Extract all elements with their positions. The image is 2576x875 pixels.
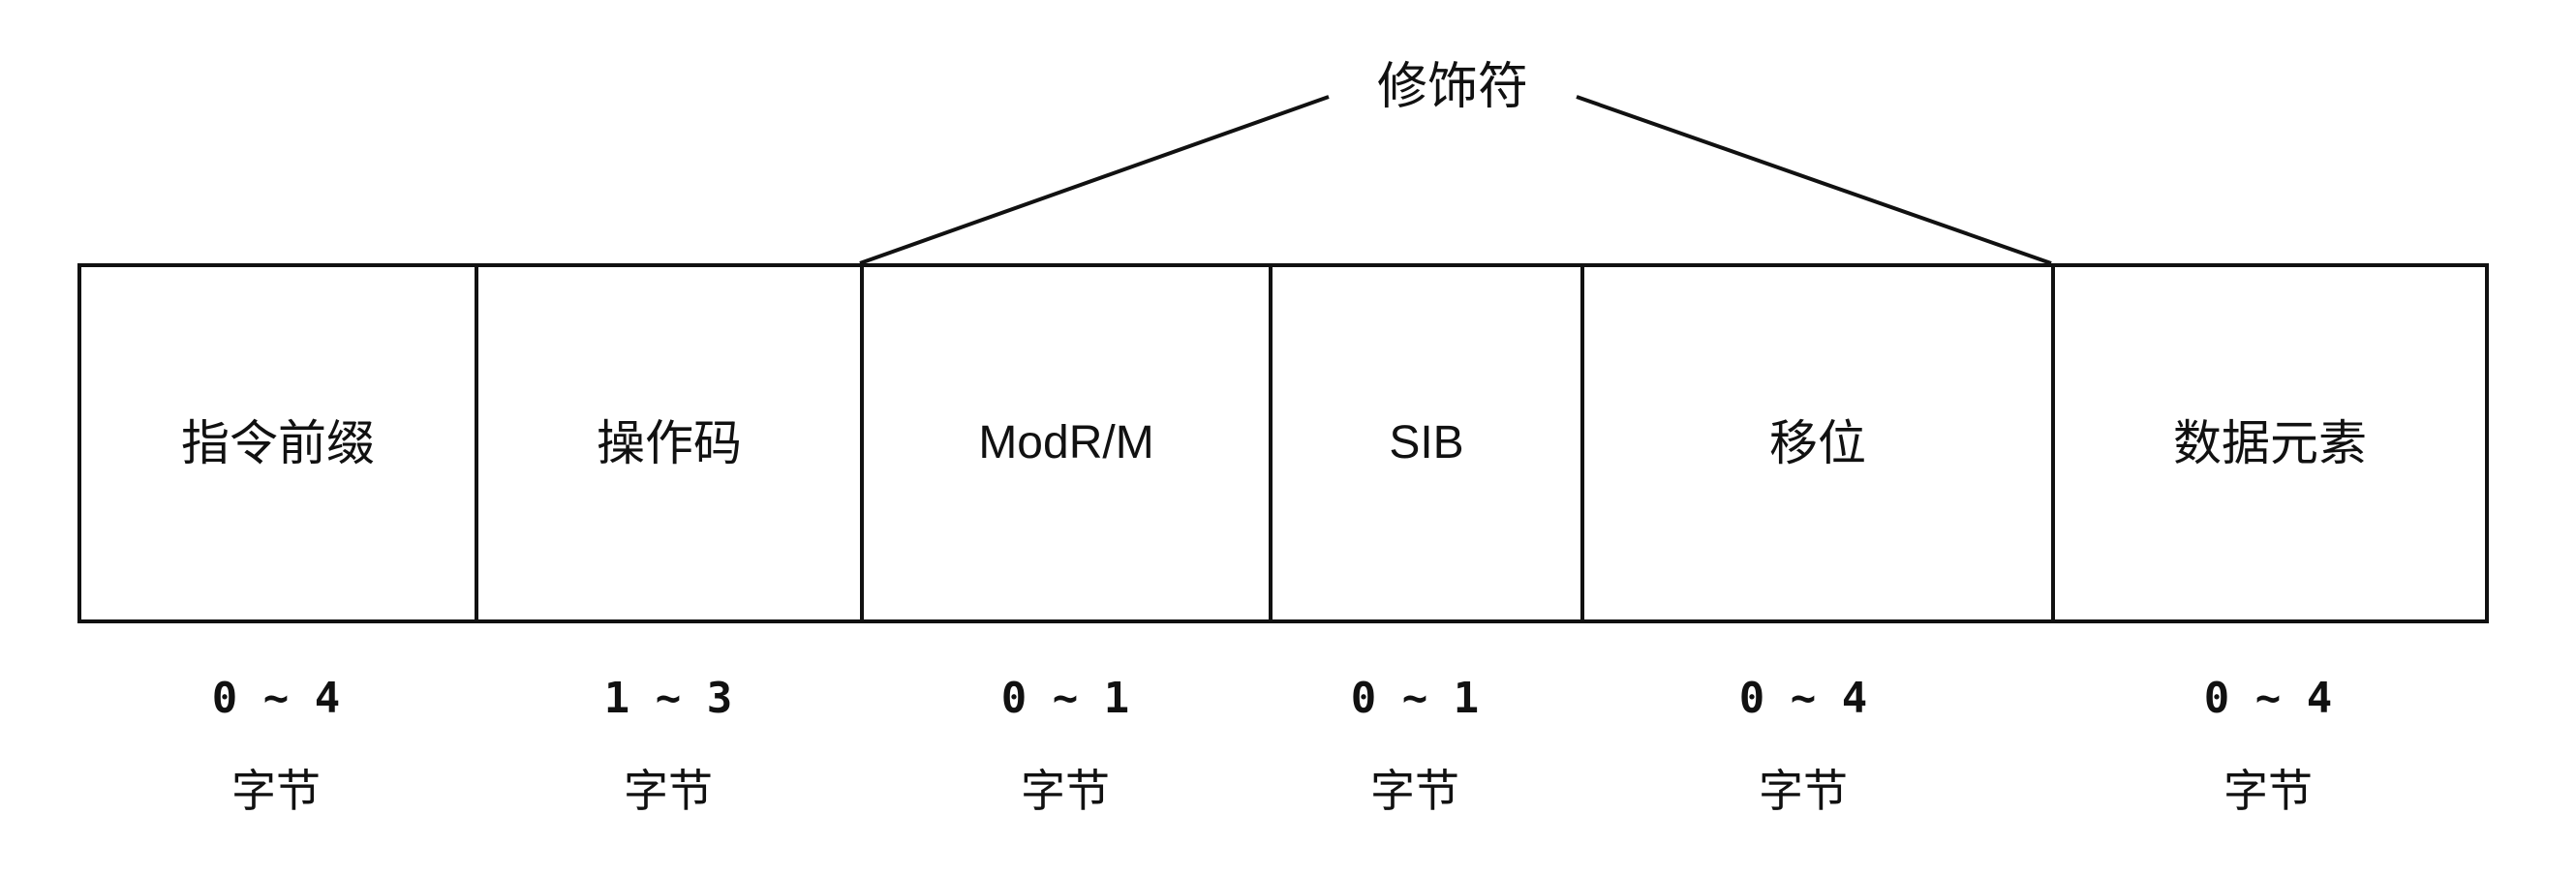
field-box-immediate: 数据元素 [2051, 263, 2489, 623]
size-sib: 0 ~ 1 字节 [1270, 674, 1560, 817]
field-label-displacement: 移位 [1769, 415, 1866, 471]
field-box-prefix: 指令前缀 [77, 263, 475, 623]
size-unit-displacement: 字节 [1759, 765, 1848, 817]
size-unit-sib: 字节 [1370, 765, 1459, 817]
size-range-displacement: 0 ~ 4 [1738, 674, 1868, 723]
modifier-bracket-left-line [859, 95, 1330, 265]
size-range-immediate: 0 ~ 4 [2203, 674, 2333, 723]
size-displacement: 0 ~ 4 字节 [1658, 674, 1948, 817]
size-unit-prefix: 字节 [231, 765, 321, 817]
modifier-bracket-right-line [1576, 95, 2052, 265]
size-prefix: 0 ~ 4 字节 [131, 674, 421, 817]
size-range-modrm: 0 ~ 1 [1000, 674, 1130, 723]
size-opcode: 1 ~ 3 字节 [523, 674, 813, 817]
field-label-opcode: 操作码 [597, 415, 742, 471]
size-unit-opcode: 字节 [624, 765, 713, 817]
size-range-sib: 0 ~ 1 [1350, 674, 1480, 723]
size-immediate: 0 ~ 4 字节 [2123, 674, 2413, 817]
field-box-displacement: 移位 [1580, 263, 2051, 623]
modifier-label: 修饰符 [1336, 62, 1569, 112]
size-range-opcode: 1 ~ 3 [603, 674, 733, 723]
size-unit-immediate: 字节 [2223, 765, 2313, 817]
size-modrm: 0 ~ 1 字节 [920, 674, 1211, 817]
field-label-sib: SIB [1389, 417, 1464, 468]
field-label-immediate: 数据元素 [2173, 415, 2367, 471]
size-unit-modrm: 字节 [1021, 765, 1110, 817]
field-label-prefix: 指令前缀 [181, 415, 375, 471]
field-label-modrm: ModR/M [978, 417, 1154, 468]
size-range-prefix: 0 ~ 4 [211, 674, 341, 723]
field-box-modrm: ModR/M [860, 263, 1269, 623]
field-box-opcode: 操作码 [475, 263, 860, 623]
field-box-sib: SIB [1269, 263, 1580, 623]
